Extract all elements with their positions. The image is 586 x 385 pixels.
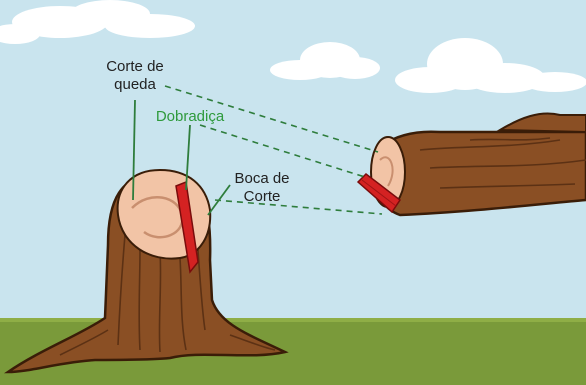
label-boca-de-corte-line1: Boca de [234,170,290,187]
label-boca-de-corte: Boca de Corte [222,170,302,206]
label-boca-de-corte-line2: Corte [243,188,281,205]
pointer-lines [132,99,231,216]
label-corte-de-queda: Corte de queda [92,58,178,94]
label-corte-de-queda-line2: queda [114,76,156,93]
label-dobradica: Dobradiça [150,108,230,126]
tree-stump [3,168,289,374]
felled-log [356,112,586,217]
clouds [0,0,586,93]
label-dobradica-text: Dobradiça [155,108,225,125]
label-corte-de-queda-line1: Corte de [106,58,164,75]
guide-lines [164,85,383,215]
